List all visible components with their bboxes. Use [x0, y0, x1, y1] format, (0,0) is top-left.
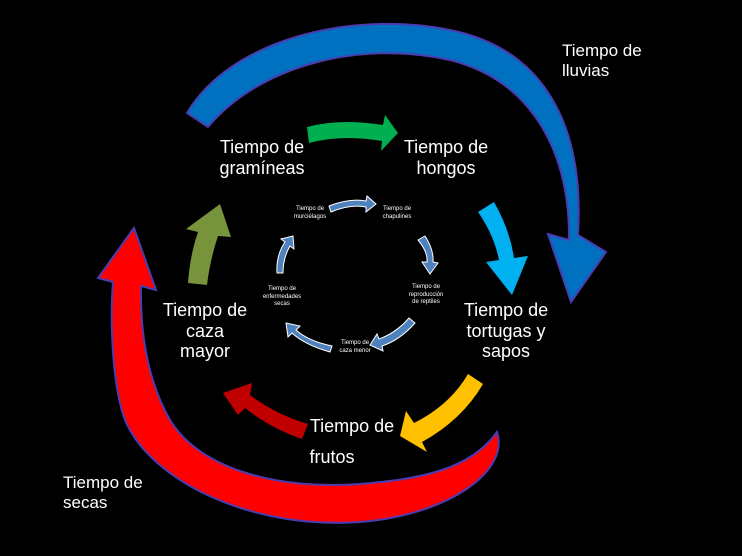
dry-season-arrow [96, 225, 500, 524]
tortugas-to-frutos-arrow [400, 374, 483, 452]
hongos-to-tortugas-arrow [478, 202, 528, 295]
inner-arrow-1 [328, 195, 377, 214]
frutos-to-caza-arrow [223, 383, 308, 439]
inner-arrow-2 [417, 235, 439, 275]
inner-arrow-3 [369, 317, 416, 352]
frutos-label-line2: frutos [309, 447, 355, 467]
frutos-label-line1: Tiempo de [309, 416, 395, 436]
caza-to-gramineas-arrow [186, 204, 231, 285]
rainy-season-arrow [185, 22, 608, 305]
inner-arrow-5 [276, 235, 295, 274]
gramineas-to-hongos-arrow [307, 115, 398, 151]
inner-arrow-4 [285, 322, 333, 353]
